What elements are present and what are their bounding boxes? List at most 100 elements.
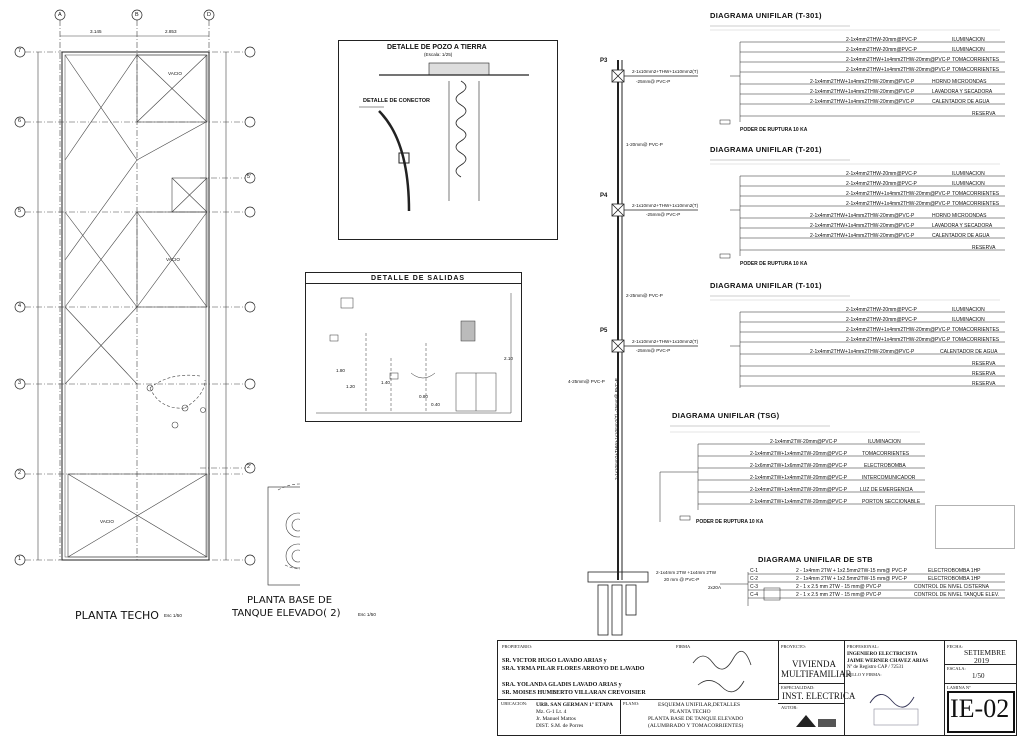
owner-cell: [498, 641, 779, 700]
roof-plan-title: PLANTA TECHO: [75, 609, 159, 622]
axis-label-6: 6: [18, 118, 22, 124]
t101-row-2-load: ILUMINACION: [952, 317, 985, 323]
feeder-riser: [587, 60, 698, 636]
t201-row-2-load: ILUMINACION: [952, 181, 985, 187]
owner-label: PROPIETARIO:: [502, 644, 533, 649]
feeder-p4-p5: 2-25mm@ PVC-P: [626, 293, 663, 298]
stb-row-2-load: ELECTROBOMBA 1HP: [928, 576, 981, 582]
diagram-t201-lines: [710, 159, 1005, 259]
owner-2: SRA. YRMA PILAR FLORES ARROYO DE LAVADO: [502, 666, 645, 672]
t201-row-4-load: TOMACORRIENTES: [952, 201, 1000, 207]
date-divider: [944, 664, 1016, 665]
t101-row-6-load: RESERVA: [972, 361, 996, 367]
t301-row-5-cable: 2-1x4mm2THW+1x4mm2THW-20mm@PVC-P: [810, 79, 915, 85]
author-logo: [796, 715, 836, 727]
t101-row-7-load: RESERVA: [972, 371, 996, 377]
sheet-code-box: [947, 691, 1015, 733]
t201-rupture: PODER DE RUPTURA 10 KA: [740, 261, 808, 267]
location-2: Mz. G-1 Lt. 4: [536, 709, 567, 715]
diagram-t201: DIAGRAMA UNIFILAR (T-201) 2-1x4mm2THW-20…: [700, 146, 1010, 274]
t301-row-4-cable: 2-1x4mm2THW+1x4mm2THW-20mm@PVC-P: [846, 67, 951, 73]
t301-row-3-cable: 2-1x4mm2THW+1x4mm2THW-20mm@PVC-P: [846, 57, 951, 63]
tsg-row-2-load: TOMACORRIENTES: [862, 451, 910, 457]
t201-row-7-load: CALENTADOR DE AGUA: [932, 233, 990, 239]
t101-row-2-cable: 2-1x4mm2THW-20mm@PVC-P: [846, 317, 917, 323]
outlets-dim-5: 0.80: [419, 394, 428, 399]
sheet-label: LAMINA Nº: [947, 685, 971, 690]
tsg-row-5-load: LUZ DE EMERGENCIA: [860, 487, 913, 493]
scale-label: ESCALA:: [947, 666, 966, 671]
diagram-t201-title: DIAGRAMA UNIFILAR (T-201): [710, 145, 822, 154]
outlets-dim-2: 1.80: [336, 368, 345, 373]
sheet-code: IE-02: [950, 694, 1010, 723]
p5-cable-2: -25mm@ PVC-P: [636, 348, 671, 353]
diagram-t301-lines: [710, 25, 1005, 125]
title-block: PROPIETARIO: FIRMA SR. VICTOR HUGO LAVAD…: [497, 640, 1017, 736]
void-label-3: VACIO: [100, 519, 114, 524]
axis-label-a: A: [58, 12, 62, 18]
t301-row-2-load: ILUMINACION: [952, 47, 985, 53]
stb-row-2-tag: C-2: [750, 576, 759, 582]
t301-row-7-cable: 2-1x4mm2THW+1x4mm2THW-20mm@PVC-P: [810, 99, 915, 105]
dim-top-2: 2.853: [165, 29, 177, 34]
p3-cable-2: -25mm@ PVC-P: [636, 79, 671, 84]
t201-row-7-cable: 2-1x4mm2THW+1x4mm2THW-20mm@PVC-P: [810, 233, 915, 239]
tsg-row-4-cable: 2-1x4mm2TW+1x4mm2TW-20mm@PVC-P: [750, 475, 848, 481]
project-cell: [778, 641, 845, 735]
plan-label: PLANO:: [623, 701, 640, 706]
p4-cable-2: -25mm@ PVC-P: [646, 212, 681, 217]
diagram-t101-title: DIAGRAMA UNIFILAR (T-101): [710, 281, 822, 290]
t201-row-1-load: ILUMINACION: [952, 171, 985, 177]
t301-row-8-load: RESERVA: [972, 111, 996, 117]
stb-row-1-cable: 2 - 1x4mm 2TW + 1x2.5mm2TW-15 mm@ PVC-P: [796, 568, 907, 574]
diagram-t101-lines: [710, 295, 1005, 388]
t201-row-8-load: RESERVA: [972, 245, 996, 251]
t101-row-5-load: CALENTADOR DE AGUA: [940, 349, 998, 355]
diagram-t301-title: DIAGRAMA UNIFILAR (T-301): [710, 11, 822, 20]
stb-row-3-cable: 2 - 1 x 2.5 mm 2TW - 15 mm@ PVC-P: [796, 584, 882, 590]
specialty: INST. ELECTRICA: [782, 691, 856, 701]
scale: 1/50: [972, 672, 985, 680]
t201-row-3-cable: 2-1x4mm2THW+1x4mm2THW-20mm@PVC-P: [846, 191, 951, 197]
scale-divider: [944, 683, 1016, 684]
plan-name-2: PLANTA TECHO: [670, 709, 711, 715]
owner-signatures: [692, 651, 752, 693]
t301-row-7-load: CALENTADOR DE AGUA: [932, 99, 990, 105]
diagram-t101: DIAGRAMA UNIFILAR (T-101) 2-1x4mm2THW-20…: [700, 282, 1010, 394]
professional-1: INGENIERO ELECTRICISTA: [847, 651, 918, 657]
feeder-below-p5: 4-25mm@ PVC-P: [568, 379, 605, 384]
p3-cable-1: 2-1x10mm2+THW+1x10mm2(T): [632, 69, 699, 74]
owner-4: SR. MOISES HUMBERTO VILLARAN CREVOISIER: [502, 690, 646, 696]
t301-row-5-load: HORNO MICROONDAS: [932, 79, 987, 85]
tsg-row-1-load: ILUMINACION: [868, 439, 901, 445]
project-label: PROYECTO:: [781, 644, 806, 649]
stb-row-4-cable: 2 - 1 x 2.5 mm 2TW - 15 mm@ PVC-P: [796, 592, 882, 598]
tsg-row-6-cable: 2-1x4mm2TW+1x4mm2TW-20mm@PVC-P: [750, 499, 848, 505]
professional-4: SELLO Y FIRMA:: [847, 672, 882, 677]
stb-row-2-cable: 2 - 1x4mm 2TW + 1x2.5mm2TW-15 mm@ PVC-P: [796, 576, 907, 582]
t301-row-1-load: ILUMINACION: [952, 37, 985, 43]
t101-row-1-load: ILUMINACION: [952, 307, 985, 313]
t301-row-3-load: TOMACORRIENTES: [952, 57, 1000, 63]
t101-row-4-cable: 2-1x4mm2THW+1x4mm2THW-20mm@PVC-P: [846, 337, 951, 343]
t201-row-2-cable: 2-1x4mm2THW-20mm@PVC-P: [846, 181, 917, 187]
outlets-title: DETALLE DE SALIDAS: [371, 275, 466, 282]
axis-label-7: 7: [18, 48, 22, 54]
void-label-2: VACIO: [166, 257, 180, 262]
p4-cable-1: 2-1x10mm2+THW+1x10mm2(T): [632, 203, 699, 208]
plan-name-1: ESQUEMA UNIFILAR,DETALLES: [658, 702, 741, 708]
professional-seal: [869, 694, 919, 726]
outlets-detail-box: DETALLE DE SALIDAS 2.10 1.80 1.40 1.20 0…: [305, 272, 522, 422]
outlets-dim-4: 1.20: [346, 384, 355, 389]
axis-label-5p: 5': [247, 174, 252, 180]
ground-well-scale: (Escala: 1/25): [424, 52, 453, 57]
t201-row-6-load: LAVADORA Y SECADORA: [932, 223, 993, 229]
owner-1: SR. VICTOR HUGO LAVADO ARIAS y: [502, 658, 607, 664]
ground-well-title: DETALLE DE POZO A TIERRA: [387, 44, 487, 51]
diagram-tsg-title: DIAGRAMA UNIFILAR (TSG): [672, 411, 780, 420]
axis-label-1: 1: [18, 556, 22, 562]
stb-row-4-load: CONTROL DE NIVEL TANQUE ELEV.: [914, 592, 1000, 598]
location-1: URB. SAN GERMAN 1º ETAPA: [536, 702, 613, 708]
axis-label-5: 5: [18, 208, 22, 214]
